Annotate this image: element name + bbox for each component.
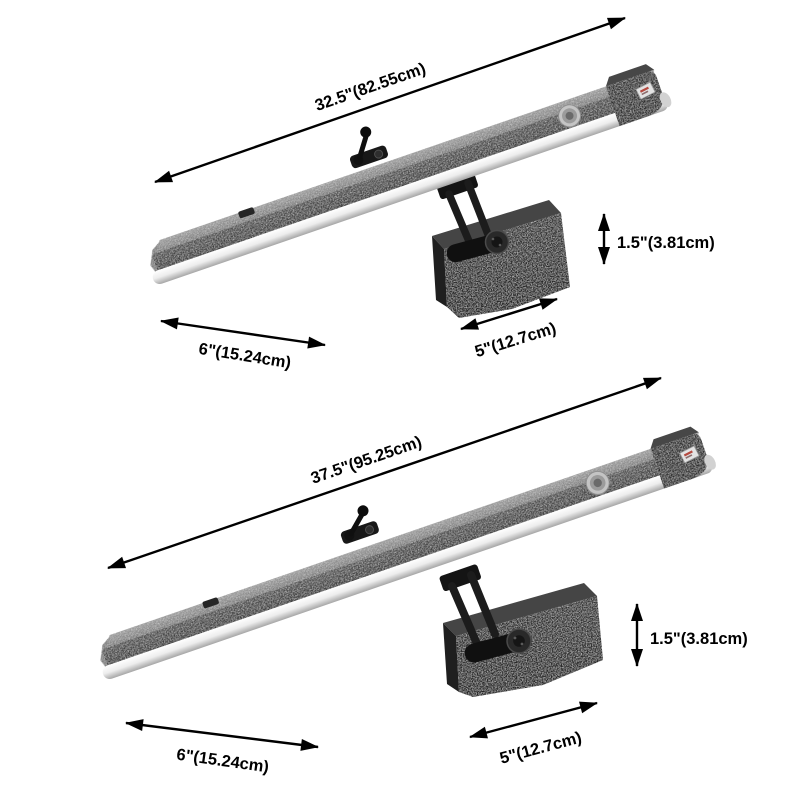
toggle-screw [365, 525, 375, 535]
toggle-screw [374, 149, 384, 159]
end-cap-top [650, 426, 699, 449]
wall-plate-side [432, 236, 447, 307]
label-mark [683, 450, 693, 457]
pivot-screw-dot [520, 642, 524, 646]
bar-top-face [155, 69, 655, 254]
label-sticker-base [679, 445, 700, 464]
product-label-sticker [679, 445, 700, 464]
toggle-lever [357, 133, 369, 160]
swing-arm-rear [467, 571, 499, 638]
label-mark [685, 454, 693, 459]
sensor-button-center [593, 478, 602, 488]
bar-diffuser [102, 459, 713, 680]
length-dimension-arrow [154, 16, 626, 184]
head-width-label: 6"(15.24cm) [175, 746, 270, 777]
bar-front-face [102, 443, 707, 666]
wall-plate-top [443, 583, 597, 636]
bar-top-face [105, 432, 699, 649]
mount-height-label: 1.5"(3.81cm) [617, 234, 715, 252]
pivot-cylinder [464, 633, 520, 663]
fixture-large: 37.5"(95.25cm) 1.5"(3.81cm) 5"(12.7cm) 6… [100, 376, 748, 777]
swing-arm-front [445, 190, 475, 250]
sensor-button-center [565, 111, 574, 120]
mounting-slot-tab [202, 597, 219, 609]
diffuser-end-face [704, 454, 716, 470]
label-sticker-base [635, 81, 656, 100]
swing-arm-rear [464, 179, 493, 241]
bar-metal-faces [150, 69, 662, 274]
swing-arm-front [448, 582, 481, 648]
bar-front-face [152, 81, 662, 271]
label-mark [639, 86, 649, 93]
mount-width-arrow [469, 701, 598, 739]
toggle-knob [360, 126, 372, 138]
wall-plate-side [443, 623, 459, 692]
pivot-screw-dot [513, 636, 517, 640]
mount-width-label: 5"(12.7cm) [498, 729, 584, 768]
diffuser-end-face [659, 92, 672, 108]
head-width-arrow [125, 719, 319, 751]
mount-width-arrow [460, 297, 558, 331]
product-label-sticker [635, 81, 656, 100]
toggle-lever [348, 511, 365, 537]
pivot-screw-dot [491, 237, 495, 241]
bar-diffuser [152, 97, 668, 285]
light-bar [150, 64, 672, 285]
fixture-small: 32.5"(82.55cm) 1.5"(3.81cm) 5"(12.7cm) 6… [150, 16, 715, 372]
mount-width-label: 5"(12.7cm) [473, 319, 559, 361]
mounting-slot-tab [238, 207, 255, 219]
pivot-screw-dot [498, 243, 502, 247]
end-cap-top [605, 64, 655, 87]
light-bar [100, 426, 716, 680]
head-width-arrow [160, 317, 326, 349]
mount-height-label: 1.5"(3.81cm) [650, 630, 748, 648]
toggle-knob [357, 505, 369, 517]
bar-metal-faces [100, 432, 707, 669]
label-mark [641, 90, 649, 96]
head-width-label: 6"(15.24cm) [197, 340, 292, 372]
pivot-cylinder-body [464, 633, 520, 663]
length-dimension-arrow [107, 376, 662, 570]
wall-plate-front [444, 213, 570, 318]
